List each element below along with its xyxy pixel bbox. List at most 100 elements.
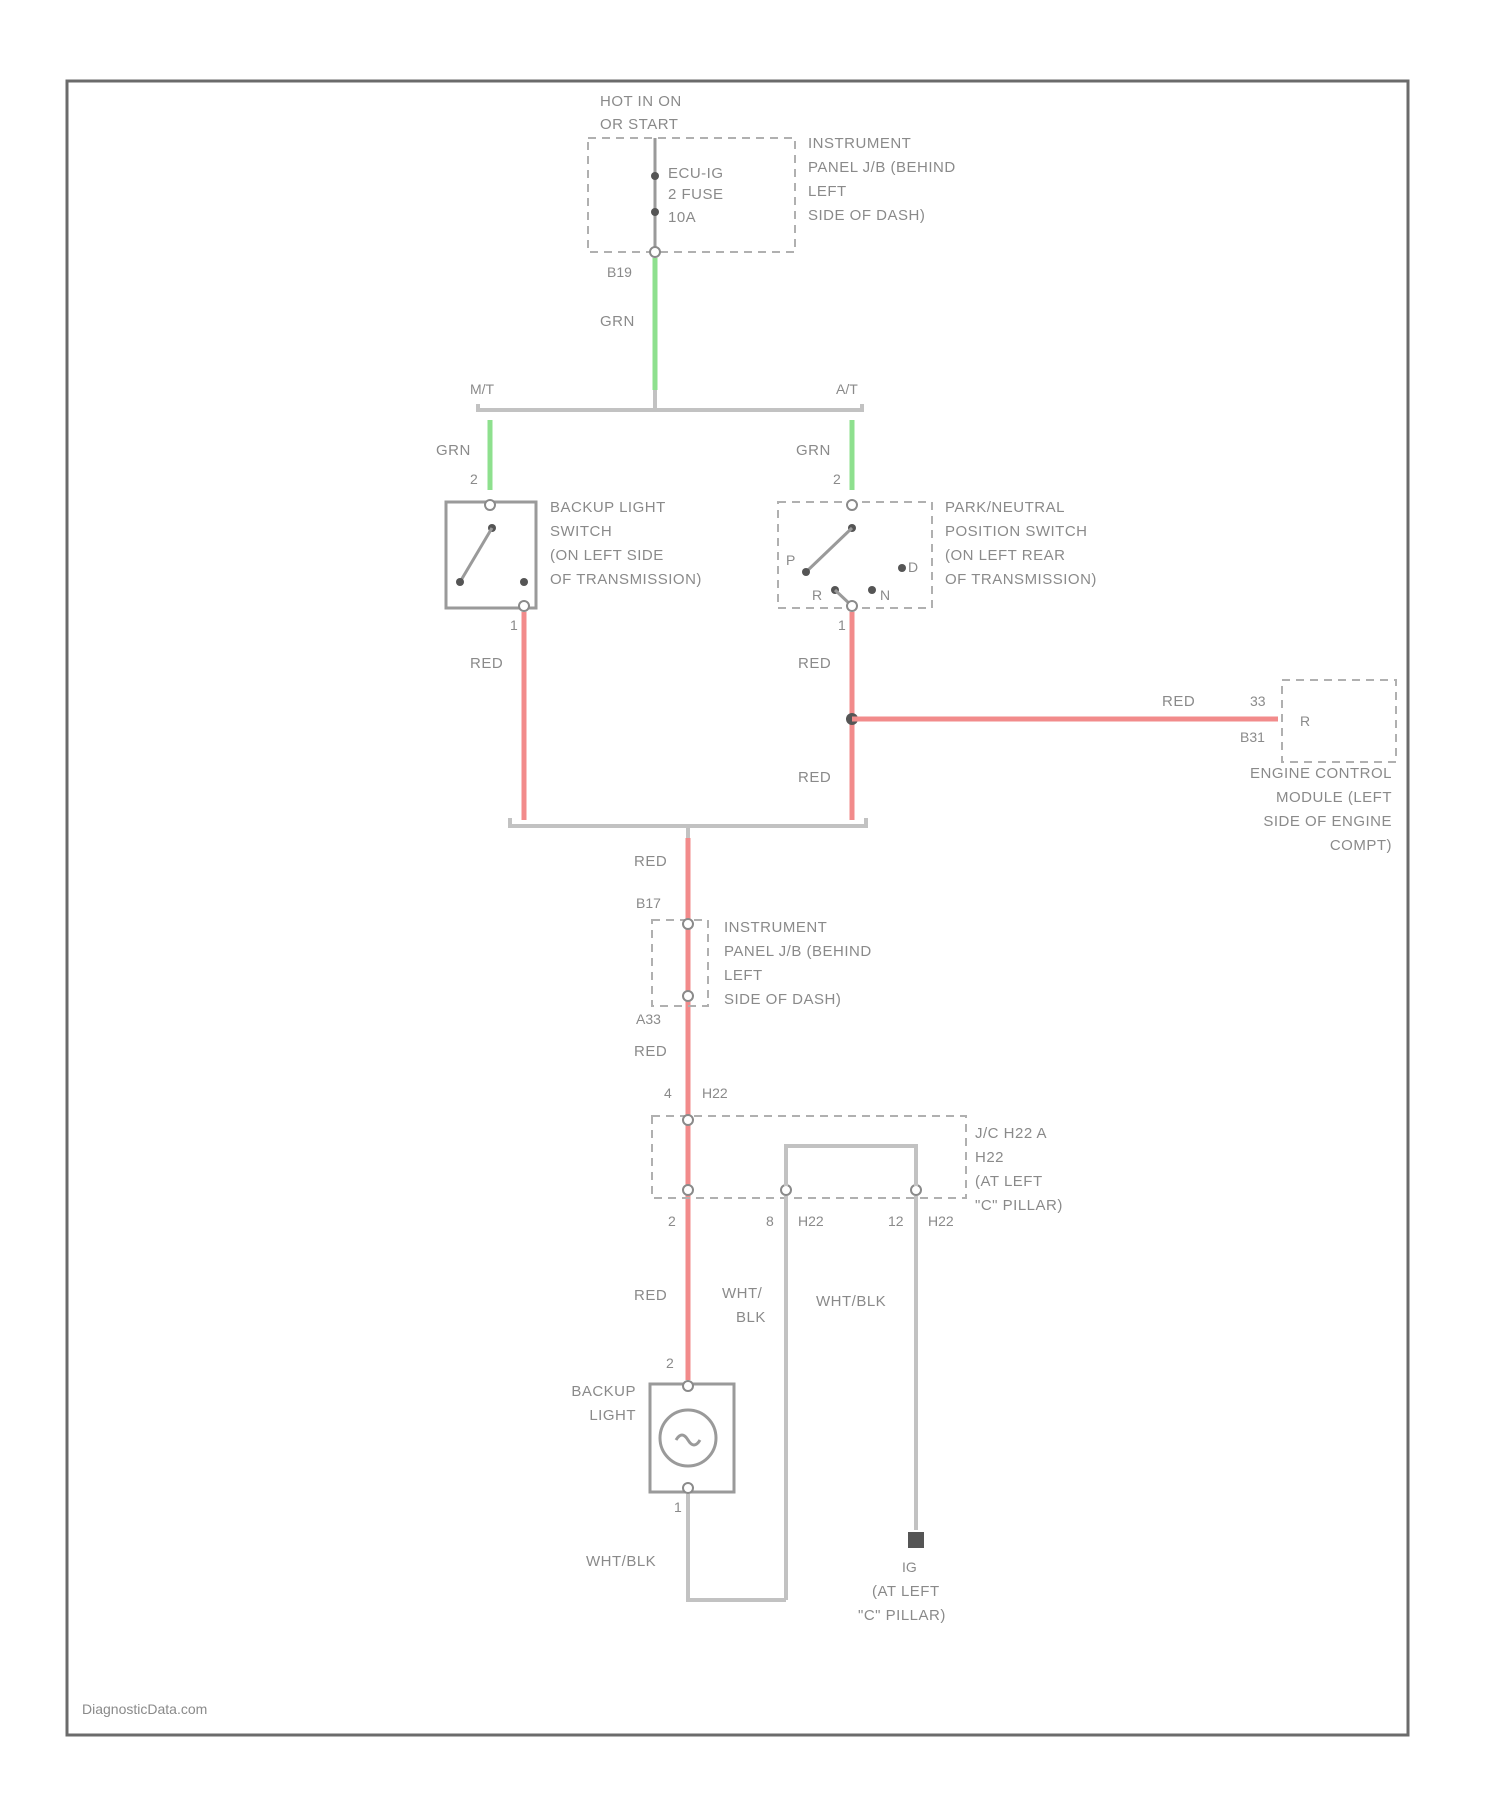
- backup-switch-contact-c: [520, 578, 528, 586]
- conn-h22-label-3: (AT LEFT: [975, 1173, 1043, 1190]
- pnp-label-1: PARK/NEUTRAL: [945, 499, 1065, 516]
- ipjb-mid-pin-bottom: [683, 991, 693, 1001]
- conn-h22-label-2: H22: [975, 1149, 1004, 1166]
- fuse-label-1: ECU-IG: [668, 165, 724, 182]
- ecm-label-1: ENGINE CONTROL: [1250, 765, 1392, 782]
- conn-pin-b-label: 8: [766, 1213, 774, 1229]
- pnp-pin-bottom: [847, 601, 857, 611]
- ground-name: IG: [902, 1559, 917, 1575]
- pin-a33-label: A33: [636, 1011, 661, 1027]
- power-source-label-1: HOT IN ON: [600, 93, 682, 110]
- conn-pin-a-label: 2: [668, 1213, 676, 1229]
- backup-switch-pin-top: [485, 500, 495, 510]
- wire-red-main-label-1: RED: [634, 853, 667, 870]
- wire-wht-blk-return: [688, 1494, 786, 1600]
- backup-switch-pin-bottom: [519, 601, 529, 611]
- wire-red-ecm-label: RED: [1162, 693, 1195, 710]
- fuse-terminal-bottom: [651, 208, 659, 216]
- pnp-label-3: (ON LEFT REAR: [945, 547, 1065, 564]
- ecm-pin-b: B31: [1240, 729, 1265, 745]
- wire-grn-at-label: GRN: [796, 442, 831, 459]
- wire-wht-blk-a-label-2: BLK: [736, 1309, 766, 1326]
- ipjb-top-label-1: INSTRUMENT: [808, 135, 911, 152]
- conn-h22-pin: 4: [664, 1085, 672, 1101]
- ipjb-mid-label-3: LEFT: [724, 967, 763, 984]
- wire-wht-blk-b-label: WHT/BLK: [816, 1293, 886, 1310]
- ground-label-1: (AT LEFT: [872, 1583, 940, 1600]
- pin-1-mt-label: 1: [510, 617, 518, 633]
- join-bar: [510, 818, 866, 826]
- ground-label-2: "C" PILLAR): [858, 1607, 946, 1624]
- ipjb-mid-label-2: PANEL J/B (BEHIND: [724, 943, 872, 960]
- ipjb-mid-pin-top: [683, 919, 693, 929]
- wire-red-at-label-2: RED: [798, 769, 831, 786]
- watermark: DiagnosticData.com: [82, 1701, 207, 1717]
- pnp-contact-n: [868, 586, 876, 594]
- backup-light-label-1: BACKUP: [571, 1383, 636, 1400]
- pin-b19-terminal: [650, 247, 660, 257]
- wire-grn-mt-label: GRN: [436, 442, 471, 459]
- conn-h22-pin-a: [683, 1185, 693, 1195]
- ecm-label-2: MODULE (LEFT: [1276, 789, 1392, 806]
- backup-light-pin-1: 1: [674, 1499, 682, 1515]
- conn-pin-c-name: H22: [928, 1213, 954, 1229]
- wire-red-main-label-3: RED: [634, 1287, 667, 1304]
- backup-switch-label-3: (ON LEFT SIDE: [550, 547, 664, 564]
- wire-red-at-label-1: RED: [798, 655, 831, 672]
- backup-switch-contact-b: [456, 578, 464, 586]
- pin-b17-label: B17: [636, 895, 661, 911]
- split-mt-label: M/T: [470, 381, 495, 397]
- ipjb-top-label-4: SIDE OF DASH): [808, 207, 925, 224]
- backup-light-pin-bottom: [683, 1483, 693, 1493]
- pnp-r-label: R: [812, 587, 822, 603]
- conn-pin-c-label: 12: [888, 1213, 904, 1229]
- ground-point: [908, 1532, 924, 1548]
- conn-h22-pin-top: [683, 1115, 693, 1125]
- conn-pin-b-name: H22: [798, 1213, 824, 1229]
- conn-h22-label-1: J/C H22 A: [975, 1125, 1047, 1142]
- ecm-label-4: COMPT): [1330, 837, 1392, 854]
- pnp-n-label: N: [880, 587, 890, 603]
- backup-switch-label-4: OF TRANSMISSION): [550, 571, 702, 588]
- conn-h22-pin-b: [781, 1185, 791, 1195]
- pnp-label-2: POSITION SWITCH: [945, 523, 1088, 540]
- ecm-r-label: R: [1300, 713, 1310, 729]
- pin-1-at-label: 1: [838, 617, 846, 633]
- wire-red-main-label-2: RED: [634, 1043, 667, 1060]
- pnp-p-label: P: [786, 552, 795, 568]
- diagram-frame: [67, 81, 1408, 1735]
- backup-switch-arm: [460, 528, 492, 582]
- ipjb-mid-box: [652, 920, 708, 1006]
- ipjb-top-label-2: PANEL J/B (BEHIND: [808, 159, 956, 176]
- pin-2-at-label: 2: [833, 471, 841, 487]
- pnp-label-4: OF TRANSMISSION): [945, 571, 1097, 588]
- pin-2-mt-label: 2: [470, 471, 478, 487]
- split-bar: [478, 404, 862, 410]
- backup-light-pin-top: [683, 1381, 693, 1391]
- fuse-terminal-top: [651, 172, 659, 180]
- wire-red-mt-label: RED: [470, 655, 503, 672]
- conn-h22-internal-bus: [786, 1146, 916, 1186]
- fuse-label-2: 2 FUSE: [668, 186, 724, 203]
- ecm-label-3: SIDE OF ENGINE: [1263, 813, 1392, 830]
- pnp-pin-top: [847, 500, 857, 510]
- pnp-d-label: D: [908, 559, 918, 575]
- backup-switch-label-1: BACKUP LIGHT: [550, 499, 666, 516]
- conn-h22-name: H22: [702, 1085, 728, 1101]
- ecm-pin-a: 33: [1250, 693, 1266, 709]
- backup-light-pin-2: 2: [666, 1355, 674, 1371]
- pnp-contact-p: [802, 568, 810, 576]
- wire-wht-blk-a-label-1: WHT/: [722, 1285, 763, 1302]
- backup-light-switch: [446, 502, 536, 608]
- pnp-contact-d: [898, 564, 906, 572]
- ipjb-top-label-3: LEFT: [808, 183, 847, 200]
- backup-light: [650, 1384, 734, 1492]
- ipjb-mid-label-4: SIDE OF DASH): [724, 991, 841, 1008]
- park-neutral-switch: [778, 502, 932, 608]
- conn-h22-pin-c: [911, 1185, 921, 1195]
- pin-b19-label: B19: [607, 264, 632, 280]
- split-at-label: A/T: [836, 381, 858, 397]
- power-source-label-2: OR START: [600, 116, 678, 133]
- backup-switch-label-2: SWITCH: [550, 523, 612, 540]
